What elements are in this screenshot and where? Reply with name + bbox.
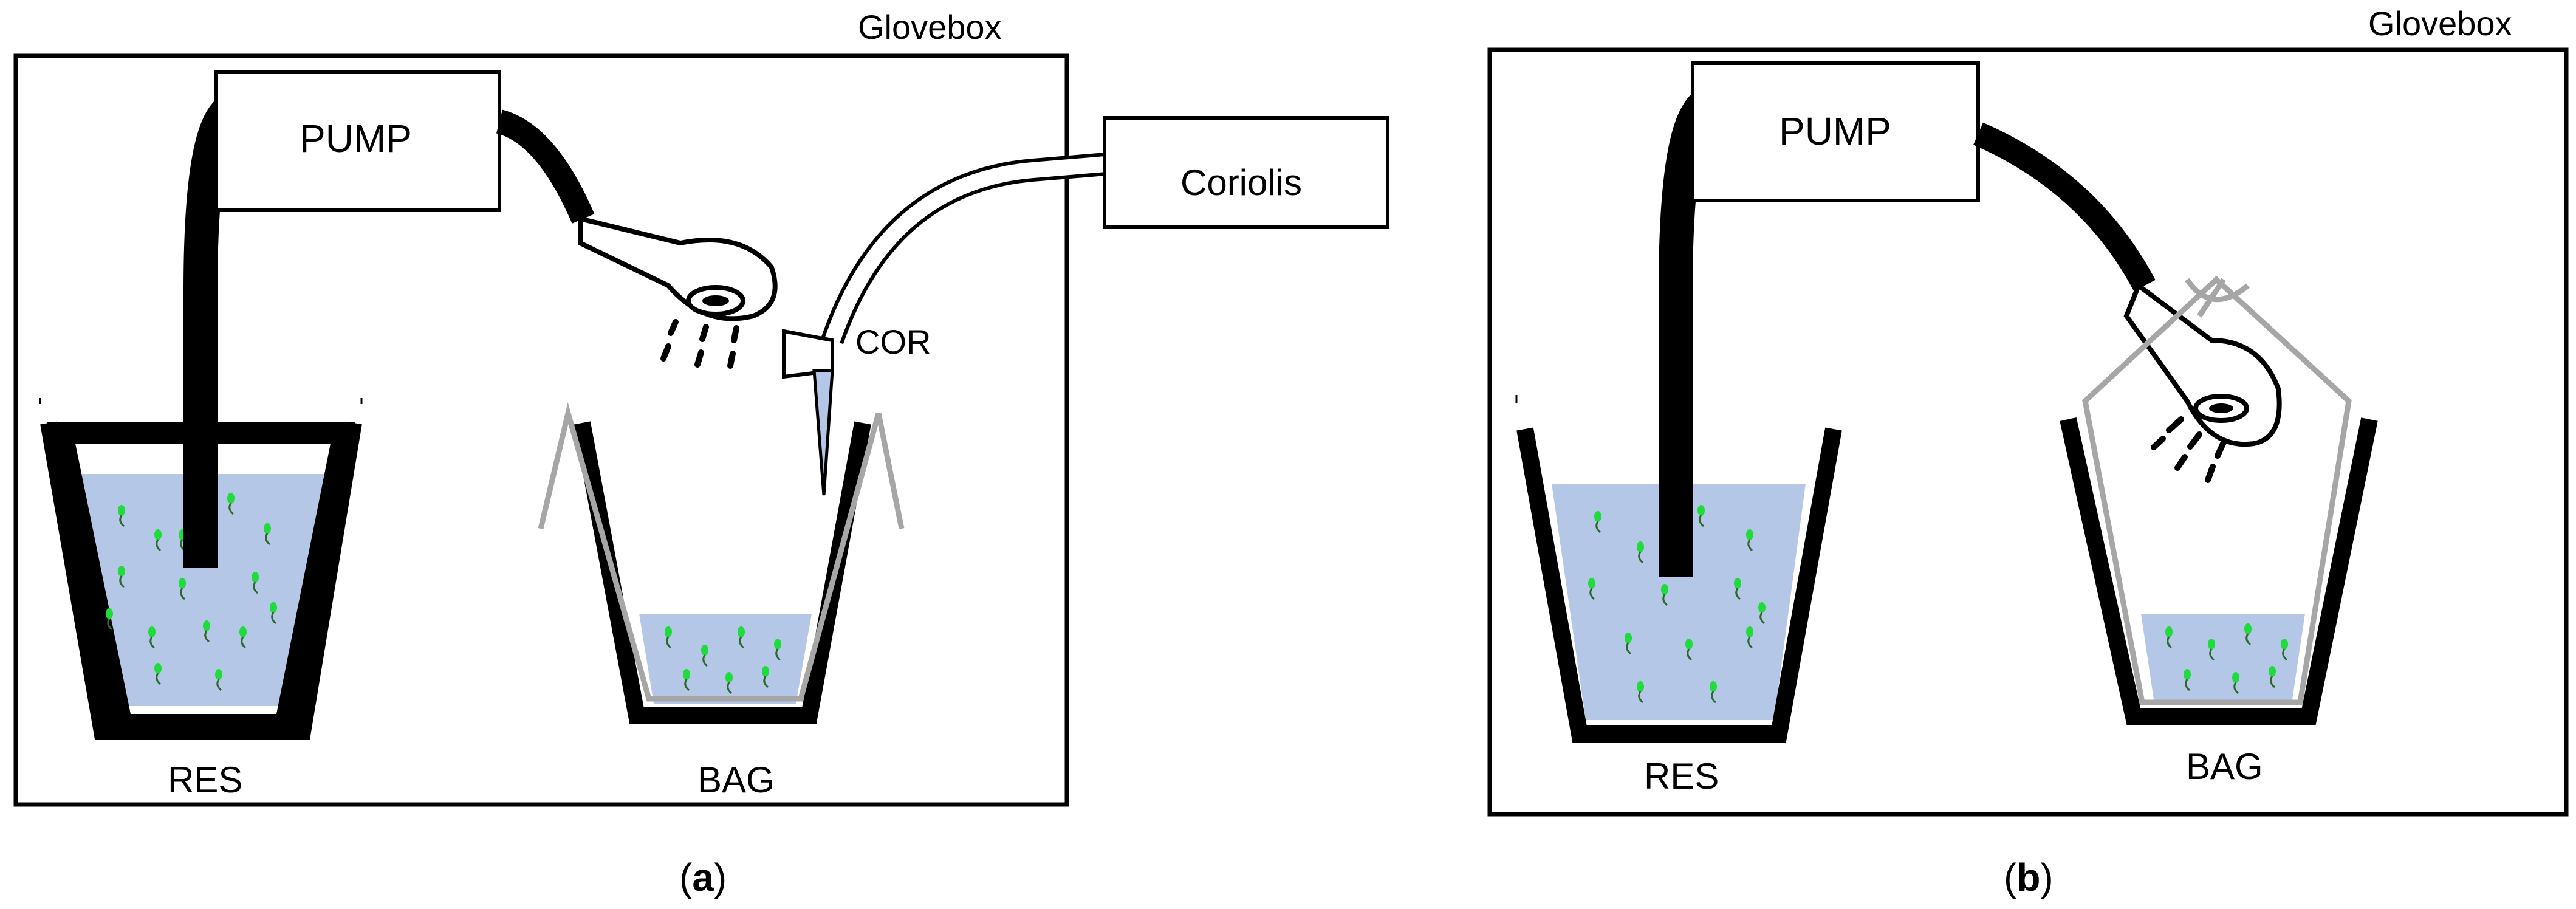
pump-box-a: [214, 70, 501, 212]
coriolis-label-a: Coriolis: [1180, 162, 1302, 203]
bag-label-a: BAG: [697, 760, 775, 800]
glovebox-frame-b: [1487, 47, 2569, 817]
outlet-hose-b: [1973, 122, 2156, 292]
res-label-a: RES: [168, 760, 242, 800]
coriolis-box-a: [1103, 116, 1389, 229]
res-label-b: RES: [1644, 756, 1719, 797]
outlet-hose-a: [496, 109, 595, 224]
reservoir-beaker-a: [39, 398, 363, 740]
panel-b: Glovebox PUMP: [1487, 4, 2569, 899]
bag-liner-b: [2082, 275, 2352, 705]
bag-label-b: BAG: [2186, 746, 2263, 787]
caption-a: (a): [679, 856, 727, 899]
pump-label-a: PUMP: [300, 117, 412, 160]
cor-sampler-a: [782, 329, 834, 496]
reservoir-beaker-b: [1515, 395, 1842, 743]
spray-drops-b: [2151, 416, 2227, 483]
pump-box-b: [1691, 61, 1980, 202]
caption-b: (b): [2004, 856, 2054, 899]
bag-beaker-b: [2060, 275, 2378, 725]
cor-label-a: COR: [855, 323, 931, 361]
pump-label-b: PUMP: [1779, 109, 1891, 153]
panel-a: Glovebox PUMP: [13, 8, 1389, 899]
bag-beaker-a: [538, 402, 905, 724]
bag-liner-a: [538, 402, 905, 702]
glovebox-label-b: Glovebox: [2368, 4, 2512, 43]
bag-tie-b: [2185, 278, 2250, 318]
shower-head-a: [578, 215, 778, 321]
glovebox-frame-a: [13, 53, 1069, 807]
glovebox-label-a: Glovebox: [858, 8, 1002, 46]
spray-drops-a: [660, 319, 739, 369]
